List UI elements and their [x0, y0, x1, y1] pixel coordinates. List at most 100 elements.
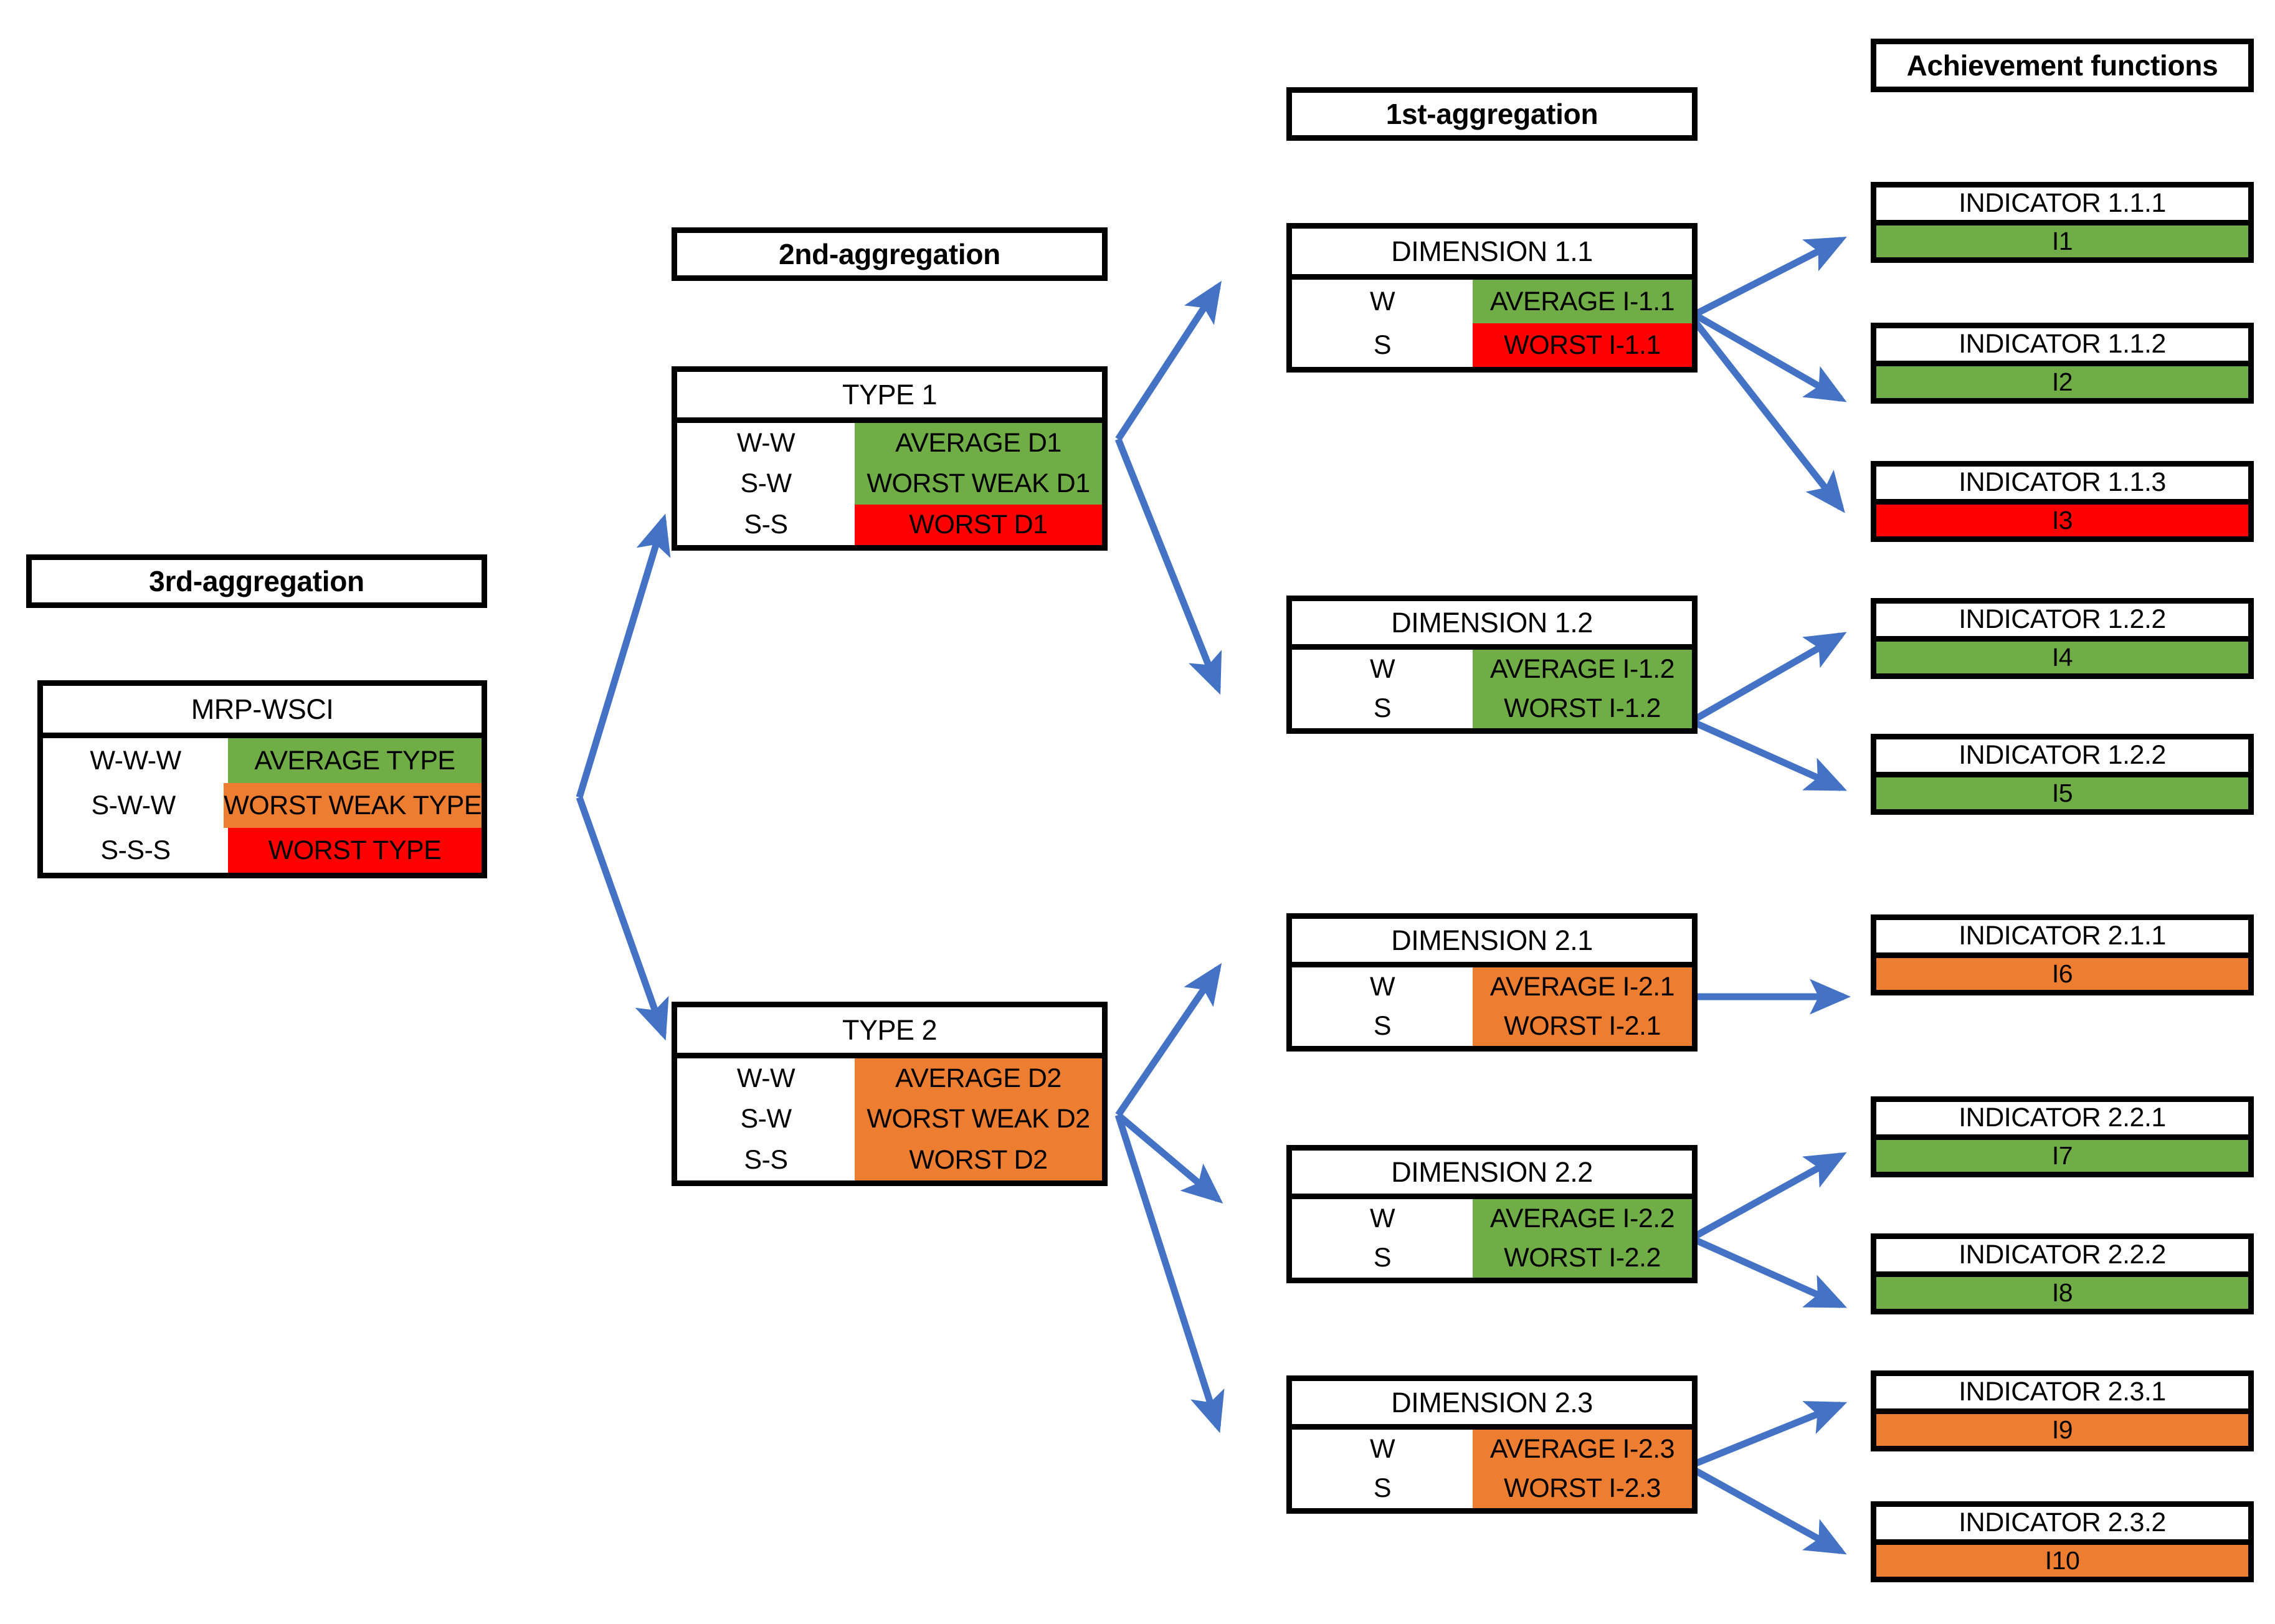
indicator-title: INDICATOR 1.1.3 — [1876, 467, 2248, 505]
node-dimension-2-1[interactable]: DIMENSION 2.1 W AVERAGE I-2.1 S WORST I-… — [1286, 913, 1698, 1052]
node-title: DIMENSION 2.1 — [1292, 919, 1692, 967]
node-row: S-W-W WORST WEAK TYPE — [43, 783, 482, 828]
node-row: W AVERAGE I-2.3 — [1292, 1430, 1692, 1469]
header-3rd-aggregation: 3rd-aggregation — [26, 554, 487, 608]
header-1st-aggregation: 1st-aggregation — [1286, 87, 1698, 141]
indicator-2-3-1[interactable]: INDICATOR 2.3.1 I9 — [1871, 1370, 2254, 1451]
row-value: AVERAGE I-1.1 — [1473, 280, 1692, 323]
node-body: W AVERAGE I-2.2 S WORST I-2.2 — [1292, 1199, 1692, 1278]
indicator-title: INDICATOR 2.2.1 — [1876, 1102, 2248, 1140]
indicator-value: I2 — [1876, 366, 2248, 398]
indicator-title: INDICATOR 1.2.2 — [1876, 739, 2248, 777]
arrow-dim23-to-ind231 — [1693, 1401, 1848, 1468]
row-key: S — [1292, 1469, 1473, 1508]
arrow-dim22-to-ind221 — [1693, 1152, 1847, 1240]
row-key: S-S — [677, 1139, 855, 1180]
node-title: DIMENSION 2.3 — [1292, 1381, 1692, 1430]
node-body: W AVERAGE I-2.3 S WORST I-2.3 — [1292, 1430, 1692, 1508]
indicator-1-1-3[interactable]: INDICATOR 1.1.3 I3 — [1871, 461, 2254, 542]
indicator-value: I7 — [1876, 1139, 2248, 1172]
row-value: WORST TYPE — [228, 828, 482, 873]
node-row: W AVERAGE I-2.1 — [1292, 967, 1692, 1007]
indicator-title: INDICATOR 1.1.2 — [1876, 328, 2248, 366]
arrow-type2-to-dim23 — [1114, 1114, 1225, 1433]
node-row: S WORST I-2.3 — [1292, 1469, 1692, 1508]
node-row: S-W WORST WEAK D2 — [677, 1099, 1102, 1140]
row-value: WORST I-2.1 — [1473, 1007, 1692, 1046]
node-dimension-1-1[interactable]: DIMENSION 1.1 W AVERAGE I-1.1 S WORST I-… — [1286, 223, 1698, 373]
indicator-1-2-2-b[interactable]: INDICATOR 1.2.2 I5 — [1871, 734, 2254, 815]
indicator-value: I4 — [1876, 641, 2248, 673]
node-row: S WORST I-2.2 — [1292, 1238, 1692, 1278]
node-dimension-2-3[interactable]: DIMENSION 2.3 W AVERAGE I-2.3 S WORST I-… — [1286, 1375, 1698, 1514]
node-row: W-W-W AVERAGE TYPE — [43, 738, 482, 783]
arrow-dim12-to-ind122b — [1693, 719, 1848, 792]
row-value: AVERAGE I-2.1 — [1473, 967, 1692, 1007]
arrow-dim23-to-ind232 — [1693, 1467, 1847, 1555]
indicator-title: INDICATOR 2.1.1 — [1876, 920, 2248, 958]
row-value: AVERAGE TYPE — [228, 738, 482, 783]
indicator-value: I5 — [1876, 777, 2248, 809]
indicator-1-1-1[interactable]: INDICATOR 1.1.1 I1 — [1871, 182, 2254, 263]
indicator-1-1-2[interactable]: INDICATOR 1.1.2 I2 — [1871, 323, 2254, 404]
node-body: W AVERAGE I-1.2 S WORST I-1.2 — [1292, 650, 1692, 728]
indicator-title: INDICATOR 2.2.2 — [1876, 1239, 2248, 1277]
node-body: W-W AVERAGE D1 S-W WORST WEAK D1 S-S WOR… — [677, 423, 1102, 545]
node-body: W AVERAGE I-1.1 S WORST I-1.1 — [1292, 280, 1692, 367]
header-label: 3rd-aggregation — [149, 565, 364, 597]
indicator-2-2-1[interactable]: INDICATOR 2.2.1 I7 — [1871, 1096, 2254, 1177]
row-value: AVERAGE D1 — [855, 423, 1102, 464]
row-value: AVERAGE D2 — [855, 1058, 1102, 1099]
row-value: WORST I-2.2 — [1473, 1238, 1692, 1278]
indicator-title: INDICATOR 2.3.2 — [1876, 1507, 2248, 1545]
indicator-value: I9 — [1876, 1413, 2248, 1446]
row-key: W — [1292, 650, 1473, 689]
header-achievement-functions: Achievement functions — [1871, 39, 2254, 92]
row-key: S-W-W — [43, 783, 224, 828]
row-key: S — [1292, 323, 1473, 367]
node-title: MRP-WSCI — [43, 686, 482, 738]
row-key: S — [1292, 1007, 1473, 1046]
indicator-title: INDICATOR 1.1.1 — [1876, 188, 2248, 226]
node-title: DIMENSION 2.2 — [1292, 1151, 1692, 1199]
indicator-2-3-2[interactable]: INDICATOR 2.3.2 I10 — [1871, 1501, 2254, 1582]
row-value: AVERAGE I-2.2 — [1473, 1199, 1692, 1238]
arrow-type2-to-dim22 — [1116, 1112, 1223, 1204]
row-value: WORST I-1.1 — [1473, 323, 1692, 367]
arrow-dim11-to-ind113 — [1691, 318, 1845, 513]
indicator-2-1-1[interactable]: INDICATOR 2.1.1 I6 — [1871, 914, 2254, 995]
indicator-2-2-2[interactable]: INDICATOR 2.2.2 I8 — [1871, 1233, 2254, 1314]
arrow-dim11-to-ind112 — [1693, 311, 1847, 402]
node-row: W AVERAGE I-1.1 — [1292, 280, 1692, 323]
node-row: S-S WORST D2 — [677, 1139, 1102, 1180]
node-title: DIMENSION 1.2 — [1292, 601, 1692, 650]
arrow-type1-to-dim12 — [1114, 437, 1222, 695]
arrow-dim12-to-ind122a — [1693, 632, 1847, 723]
row-value: WORST I-1.2 — [1473, 689, 1692, 728]
node-dimension-1-2[interactable]: DIMENSION 1.2 W AVERAGE I-1.2 S WORST I-… — [1286, 596, 1698, 734]
row-key: S — [1292, 1238, 1473, 1278]
row-key: W-W — [677, 1058, 855, 1099]
node-row: S-S-S WORST TYPE — [43, 828, 482, 873]
indicator-title: INDICATOR 2.3.1 — [1876, 1376, 2248, 1414]
row-value: WORST WEAK D1 — [855, 463, 1102, 505]
header-label: Achievement functions — [1906, 49, 2218, 82]
row-key: W — [1292, 280, 1473, 323]
node-mrp-wsci[interactable]: MRP-WSCI W-W-W AVERAGE TYPE S-W-W WORST … — [37, 680, 487, 878]
node-row: S-S WORST D1 — [677, 504, 1102, 545]
node-row: S WORST I-1.2 — [1292, 689, 1692, 728]
arrow-type2-to-dim21 — [1115, 962, 1222, 1118]
node-type-1[interactable]: TYPE 1 W-W AVERAGE D1 S-W WORST WEAK D1 … — [672, 366, 1108, 551]
node-body: W-W AVERAGE D2 S-W WORST WEAK D2 S-S WOR… — [677, 1058, 1102, 1180]
node-body: W AVERAGE I-2.1 S WORST I-2.1 — [1292, 967, 1692, 1046]
indicator-value: I10 — [1876, 1544, 2248, 1577]
arrow-dim22-to-ind222 — [1693, 1236, 1848, 1309]
row-value: WORST D2 — [855, 1139, 1102, 1180]
row-key: W — [1292, 1430, 1473, 1469]
row-key: S — [1292, 689, 1473, 728]
indicator-1-2-2-a[interactable]: INDICATOR 1.2.2 I4 — [1871, 598, 2254, 679]
node-row: S-W WORST WEAK D1 — [677, 463, 1102, 505]
node-dimension-2-2[interactable]: DIMENSION 2.2 W AVERAGE I-2.2 S WORST I-… — [1286, 1145, 1698, 1283]
node-type-2[interactable]: TYPE 2 W-W AVERAGE D2 S-W WORST WEAK D2 … — [672, 1002, 1108, 1186]
